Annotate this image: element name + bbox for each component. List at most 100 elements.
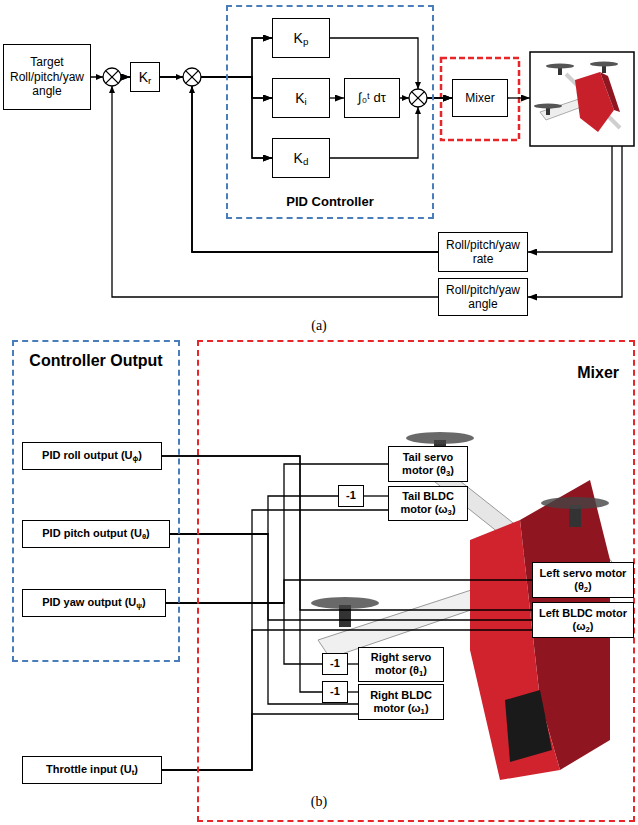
connector xyxy=(170,496,338,534)
vehicle-small xyxy=(600,72,620,112)
connector xyxy=(192,77,438,252)
connector xyxy=(160,77,272,158)
throttle-box: Throttle input (Ut) xyxy=(22,756,162,784)
summing-junction xyxy=(106,71,119,84)
node-text: -1 xyxy=(343,489,359,502)
vehicle-illustration xyxy=(505,690,552,762)
summing-junction xyxy=(183,68,201,86)
controller-output-group: Controller OutputPID roll output (Uϕ) PID… xyxy=(12,340,180,662)
vehicle-illustration xyxy=(470,520,560,780)
node-text: -1 xyxy=(327,685,343,698)
junction-arrowhead xyxy=(402,95,409,101)
summing-junction xyxy=(186,71,199,84)
connector xyxy=(170,534,532,620)
summing-junction xyxy=(412,92,425,105)
feedback-wire xyxy=(528,146,612,252)
actuator-box: Right BLDC motor (ω1) xyxy=(358,684,444,720)
group-heading: PID Controller xyxy=(228,194,432,209)
inverter-box: -1 xyxy=(338,485,364,507)
node-text: Target Roll/pitch/yaw angle xyxy=(8,55,86,98)
connector xyxy=(162,714,358,770)
summing-junction xyxy=(409,89,427,107)
summing-junction xyxy=(103,68,121,86)
connector xyxy=(166,464,388,603)
feedback-wire xyxy=(508,97,530,98)
vehicle-small xyxy=(534,104,562,109)
vehicle-illustration xyxy=(541,497,609,509)
node-text: PID pitch output (Uθ) xyxy=(27,527,165,540)
node-text: Roll/pitch/yaw angle xyxy=(443,283,523,312)
actuator-box: Tail BLDC motor (ω3) xyxy=(388,486,468,521)
actuator-box: Left BLDC motor (ω2) xyxy=(532,602,634,638)
feedback-box: Roll/pitch/yaw angle xyxy=(438,278,528,316)
connector xyxy=(166,603,322,664)
node-text: Roll/pitch/yaw rate xyxy=(443,238,523,267)
vehicle-small xyxy=(590,62,618,67)
output-box: PID roll output (Uϕ) xyxy=(22,442,162,470)
node-text: -1 xyxy=(327,657,343,670)
controller-group: PID Controller KpKi ∫₀ᵗ dτ Kd xyxy=(226,5,434,219)
connector xyxy=(330,97,344,98)
node-text: Left servo motor (θ2) xyxy=(537,567,629,593)
connector xyxy=(348,691,358,692)
gain-box: Kd xyxy=(272,138,330,178)
mixer-group: MixerTail servo motor (θ3) -1 Tail BLDC mo… xyxy=(197,340,635,822)
feedback-wire xyxy=(528,146,622,297)
node-text: PID roll output (Uϕ) xyxy=(27,449,157,462)
output-box: PID yaw output (Uψ) xyxy=(22,589,166,617)
node-text: Left BLDC motor (ω2) xyxy=(537,607,629,633)
group-heading: Controller Output xyxy=(14,352,178,370)
connector xyxy=(166,580,532,603)
junction-arrowhead xyxy=(176,74,183,80)
node-text: Right BLDC motor (ω1) xyxy=(363,689,439,715)
junction-arrowhead xyxy=(415,107,421,114)
vehicle-illustration xyxy=(311,597,379,609)
output-box: PID pitch output (Uθ) xyxy=(22,520,170,548)
group-heading: Mixer xyxy=(577,364,619,382)
feedback-box: Roll/pitch/yaw rate xyxy=(438,232,528,272)
connector xyxy=(192,77,438,252)
node-text: Mixer xyxy=(457,91,503,105)
connector xyxy=(162,510,388,770)
node-text: Ki xyxy=(277,90,325,107)
panel-label: (a) xyxy=(300,318,338,334)
actuator-box: Right servo motor (θ1) xyxy=(358,647,444,682)
vehicle-frame xyxy=(530,52,634,146)
inverter-box: -1 xyxy=(322,681,348,703)
junction-arrowhead xyxy=(415,82,421,89)
connector xyxy=(192,38,438,252)
panel-label: (b) xyxy=(300,794,338,810)
gain-box: Ki xyxy=(272,78,330,118)
connector xyxy=(162,456,322,692)
actuator-box: Tail servo motor (θ3) xyxy=(388,446,468,482)
connector xyxy=(112,77,438,297)
vehicle-small xyxy=(534,62,620,133)
node-text: Tail servo motor (θ3) xyxy=(393,451,463,477)
input-box: Target Roll/pitch/yaw angle xyxy=(3,44,91,110)
connector xyxy=(162,456,532,610)
inverter-box: -1 xyxy=(322,653,348,675)
gain-box: Kr xyxy=(130,62,160,92)
node-text: PID yaw output (Uψ) xyxy=(27,596,161,609)
mixer-bracket xyxy=(441,58,519,140)
node-text: Throttle input (Ut) xyxy=(27,763,157,776)
connector xyxy=(348,663,358,664)
node-text: ∫₀ᵗ dτ xyxy=(349,90,395,106)
gain-box: Kp xyxy=(272,18,330,58)
vehicle-illustration xyxy=(406,432,474,444)
junction-arrowhead xyxy=(96,74,103,80)
actuator-box: Left servo motor (θ2) xyxy=(532,562,634,598)
vehicle-small xyxy=(546,64,574,69)
node-text: Kd xyxy=(277,150,325,167)
node-text: Kr xyxy=(135,69,155,86)
connector xyxy=(160,38,272,77)
node-text: Right servo motor (θ1) xyxy=(363,651,439,677)
connector xyxy=(162,630,532,770)
node-text: Kp xyxy=(277,30,325,47)
junction-arrowhead xyxy=(189,86,195,93)
connector xyxy=(160,77,272,98)
integrator-box: ∫₀ᵗ dτ xyxy=(344,78,400,118)
